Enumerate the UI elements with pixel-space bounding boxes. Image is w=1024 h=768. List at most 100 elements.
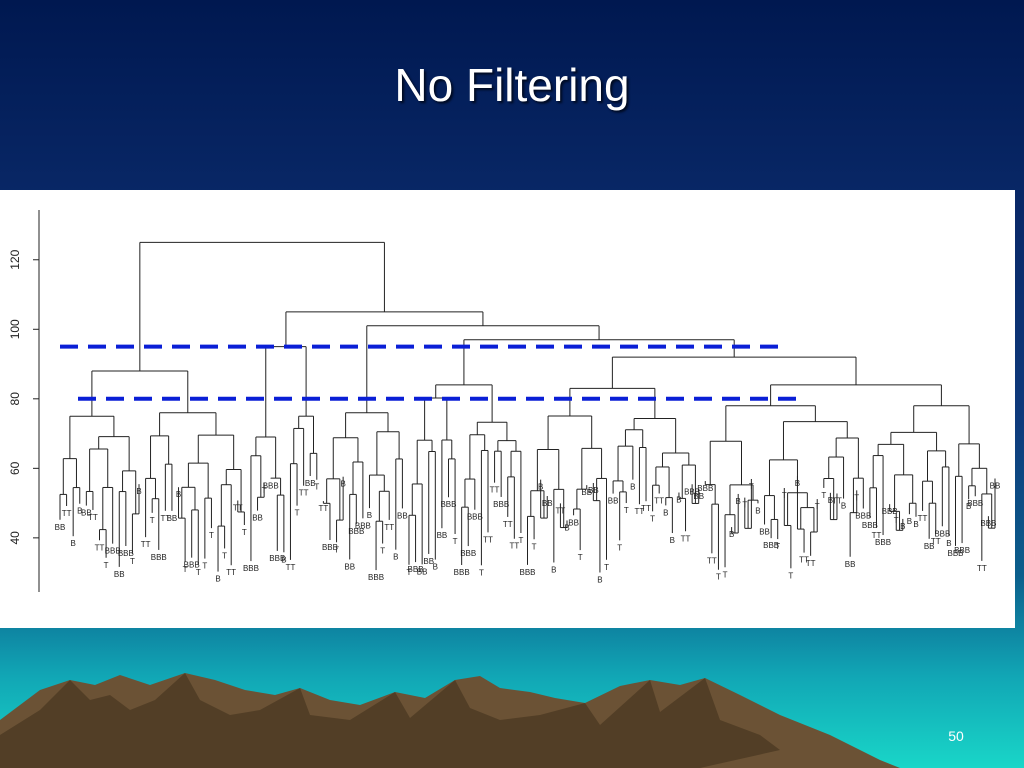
leaf-label: T bbox=[518, 536, 523, 545]
leaf-label: BBB bbox=[151, 553, 167, 562]
leaf-label: BBB bbox=[954, 546, 970, 555]
leaf-label: BB bbox=[252, 514, 263, 523]
leaf-label: T bbox=[650, 514, 655, 523]
dendrogram-tree bbox=[59, 241, 996, 573]
y-tick-label: 40 bbox=[8, 531, 22, 545]
leaf-label: BBB bbox=[980, 519, 996, 528]
leaf-label: TT bbox=[95, 543, 105, 552]
leaf-label: BB bbox=[608, 497, 619, 506]
leaf-label: BBB bbox=[105, 547, 121, 556]
leaf-label: TT bbox=[509, 542, 519, 551]
leaf-label: BBB bbox=[882, 507, 898, 516]
mountain-shadow bbox=[0, 673, 780, 768]
leaf-label: BBB bbox=[460, 549, 476, 558]
leaf-label: BB bbox=[542, 499, 553, 508]
leaf-label: BBB bbox=[934, 529, 950, 538]
leaf-label: BBB bbox=[763, 541, 779, 550]
leaf-label: T bbox=[617, 543, 622, 552]
leaf-label: TT bbox=[931, 537, 941, 546]
leaf-label: T bbox=[723, 570, 728, 579]
leaf-label: T bbox=[479, 568, 484, 577]
leaf-label: BB bbox=[81, 509, 92, 518]
leaf-label: B bbox=[597, 575, 602, 584]
leaf-label: BB bbox=[437, 531, 448, 540]
leaf-label: BBB bbox=[368, 573, 384, 582]
leaf-label: TT bbox=[872, 531, 882, 540]
leaf-label: T bbox=[532, 542, 537, 551]
leaf-label: BBB bbox=[118, 549, 134, 558]
leaf-label: BBB bbox=[684, 487, 700, 496]
leaf-label: T bbox=[380, 547, 385, 556]
leaf-label: B bbox=[841, 502, 846, 511]
leaf-label: T bbox=[788, 571, 793, 580]
leaf-label: BB bbox=[114, 570, 125, 579]
leaf-label: T bbox=[150, 516, 155, 525]
y-tick-label: 100 bbox=[8, 319, 22, 339]
leaf-label: BB bbox=[305, 479, 316, 488]
leaf-label: BBB bbox=[862, 521, 878, 530]
leaf-label: T bbox=[749, 482, 754, 491]
leaf-label: TT bbox=[384, 523, 394, 532]
leaf-label: T bbox=[453, 537, 458, 546]
leaf-label: B bbox=[281, 555, 286, 564]
leaf-label: BB bbox=[924, 542, 935, 551]
leaf-label: T bbox=[295, 509, 300, 518]
leaf-label: T bbox=[314, 483, 319, 492]
leaf-label: T bbox=[821, 491, 826, 500]
leaf-label: B bbox=[136, 487, 141, 496]
leaf-label: T bbox=[815, 502, 820, 511]
leaf-label: BBB bbox=[697, 484, 713, 493]
leaf-label: B bbox=[551, 565, 556, 574]
y-tick-label: 80 bbox=[8, 392, 22, 406]
leaf-label: T bbox=[716, 573, 721, 582]
leaf-label: TT bbox=[707, 556, 717, 565]
leaf-label: BBB bbox=[493, 500, 509, 509]
leaf-label: B bbox=[176, 490, 181, 499]
leaf-label: BBB bbox=[519, 568, 535, 577]
leaf-label: TT bbox=[556, 506, 566, 515]
leaf-label: BB bbox=[167, 514, 178, 523]
leaf-label: BBB bbox=[243, 564, 259, 573]
leaf-label: TT bbox=[918, 514, 928, 523]
leaf-label: TT bbox=[654, 497, 664, 506]
leaf-label: B bbox=[215, 575, 220, 584]
leaf-label: T bbox=[604, 563, 609, 572]
leaf-label: B bbox=[913, 520, 918, 529]
leaf-label: BB bbox=[568, 518, 579, 527]
leaf-label: TT bbox=[318, 504, 328, 513]
leaf-label: T bbox=[775, 542, 780, 551]
leaf-label: T bbox=[624, 506, 629, 515]
leaf-label: BBB bbox=[269, 554, 285, 563]
leaf-label: TT bbox=[832, 496, 842, 505]
leaf-label: T bbox=[854, 493, 859, 502]
leaf-label: B bbox=[907, 517, 912, 526]
leaf-label: B bbox=[795, 479, 800, 488]
leaf-label: BB bbox=[423, 557, 434, 566]
leaf-label: TT bbox=[503, 520, 513, 529]
leaf-label: B bbox=[755, 506, 760, 515]
leaf-label: T bbox=[262, 486, 267, 495]
leaf-label: BB bbox=[759, 527, 770, 536]
leaf-label: TT bbox=[483, 535, 493, 544]
leaf-label: BB bbox=[693, 492, 704, 501]
leaf-label: BB bbox=[588, 486, 599, 495]
leaf-label: BB bbox=[55, 523, 66, 532]
leaf-label: TT bbox=[286, 563, 296, 572]
leaf-label: B bbox=[663, 508, 668, 517]
leaf-label: TT bbox=[299, 489, 309, 498]
leaf-label: B bbox=[393, 553, 398, 562]
leaf-label: T bbox=[130, 557, 135, 566]
leaf-label: BBB bbox=[947, 549, 963, 558]
leaf-label: T bbox=[196, 568, 201, 577]
leaf-label: BB bbox=[845, 560, 856, 569]
leaf-label: T bbox=[407, 568, 412, 577]
leaf-label: B bbox=[630, 483, 635, 492]
slide-title: No Filtering bbox=[394, 59, 630, 111]
leaf-label: T bbox=[222, 551, 227, 560]
mountain-decoration bbox=[0, 673, 900, 768]
y-tick-label: 120 bbox=[8, 249, 22, 269]
leaf-label: BBB bbox=[440, 500, 456, 509]
